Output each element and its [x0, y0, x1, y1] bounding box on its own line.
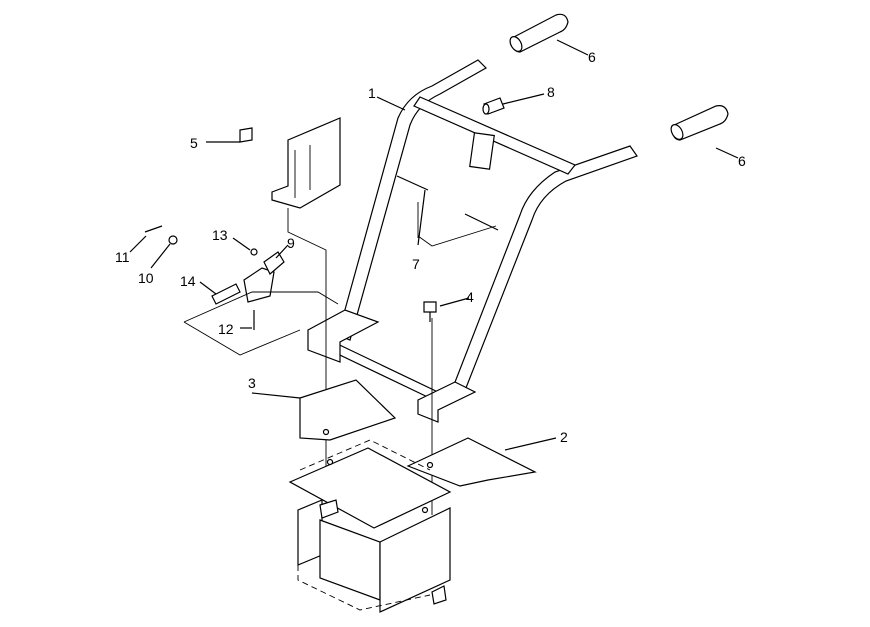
pins — [396, 175, 499, 231]
callout-labels: 1 2 3 4 5 6 6 7 8 9 10 11 12 13 14 — [115, 49, 746, 445]
callout-10: 10 — [138, 270, 154, 286]
callout-6b: 6 — [738, 153, 746, 169]
base-frame — [288, 439, 452, 613]
callout-3: 3 — [248, 375, 256, 391]
callout-5: 5 — [190, 135, 198, 151]
callout-1: 1 — [368, 85, 376, 101]
grip-upper — [509, 13, 569, 53]
plate-left — [299, 379, 397, 441]
handle-frame — [307, 59, 638, 423]
callout-12: 12 — [218, 321, 234, 337]
upper-left-bracket — [239, 117, 341, 209]
callout-8: 8 — [547, 84, 555, 100]
lever-assembly — [144, 225, 285, 330]
callout-7: 7 — [412, 256, 420, 272]
callout-13: 13 — [212, 227, 228, 243]
leader-lines — [129, 39, 739, 451]
bolt-4 — [423, 301, 437, 322]
callout-11: 11 — [115, 249, 130, 265]
callout-4: 4 — [466, 289, 474, 305]
callout-2: 2 — [560, 429, 568, 445]
callout-9: 9 — [287, 235, 295, 251]
plate-right — [406, 437, 537, 487]
bushing — [482, 97, 505, 115]
callout-14: 14 — [180, 273, 196, 289]
grip-lower — [670, 105, 729, 141]
callout-6a: 6 — [588, 49, 596, 65]
